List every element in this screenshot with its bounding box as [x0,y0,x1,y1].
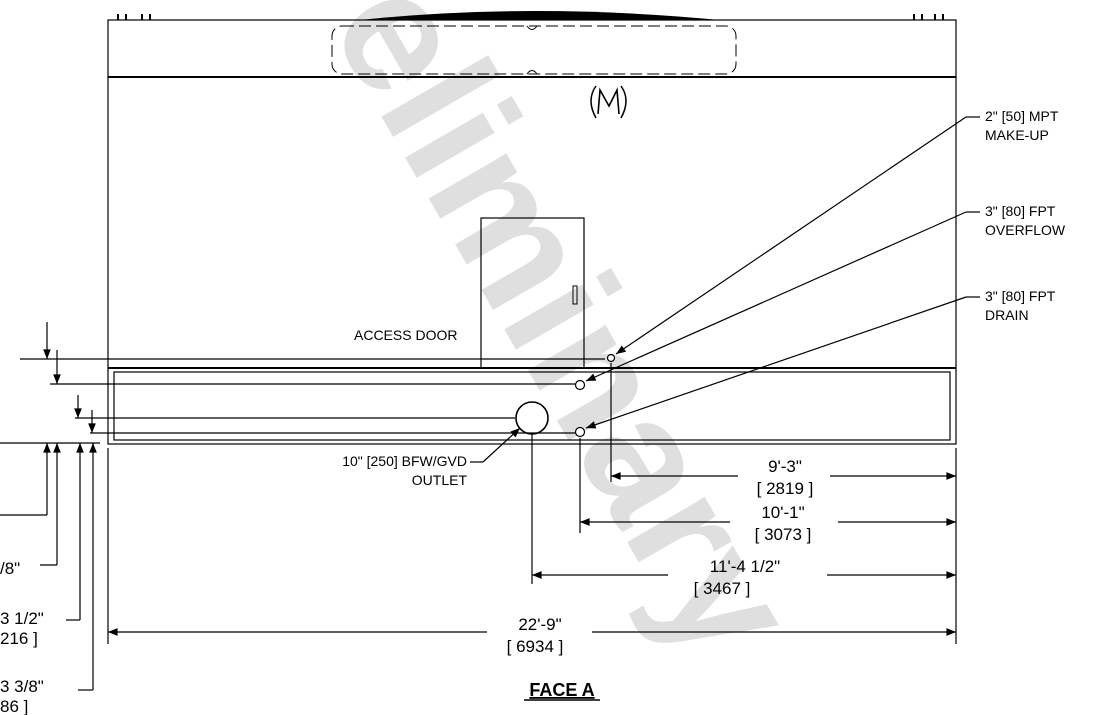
lifting-lugs-right [913,14,944,20]
dim-11-4-1-2-imperial: 11'-4 1/2" [710,557,780,576]
dim-10-1-metric: [ 3073 ] [755,525,812,544]
dim-9-3: 9'-3" [ 2819 ] [610,457,957,498]
dim-10-1: 10'-1" [ 3073 ] [579,503,957,544]
drain-connection [574,426,586,438]
outlet-callout-line1: 10" [250] BFW/GVD [342,453,467,469]
left-vertical-dims: /8" 3 1/2" 216 ] 3 3/8" 86 ] [0,322,605,715]
makeup-leader [615,116,967,355]
outlet-callout-line2: OUTLET [412,472,468,488]
dim-22-9-metric: [ 6934 ] [507,637,564,656]
fan-opening-dashed [331,25,737,75]
drawing-title: FACE A [529,680,594,700]
vdim-2-metric: 216 ] [0,629,38,648]
fan-opening-notch-top [526,25,538,30]
makeup-callout-line2: MAKE-UP [985,127,1049,143]
lifting-lugs-left [117,14,151,20]
dim-10-1-imperial: 10'-1" [761,503,804,522]
vdim-1-imperial: /8" [0,559,20,578]
dim-11-4-1-2: 11'-4 1/2" [ 3467 ] [531,557,957,598]
fan-cowl [360,11,720,20]
outlet-leader [482,427,521,463]
dim-9-3-metric: [ 2819 ] [757,479,814,498]
overflow-connection [574,379,586,391]
drain-callout-line1: 3" [80] FPT [985,288,1056,304]
outlet-connection [515,401,549,435]
access-door-label: ACCESS DOOR [354,327,457,343]
makeup-connection [606,353,616,363]
vdim-2-imperial: 3 1/2" [0,609,44,628]
overflow-callout-line1: 3" [80] FPT [985,203,1056,219]
door-handle [572,285,578,305]
vdim-3-imperial: 3 3/8" [0,677,44,696]
overflow-leader [585,211,967,382]
vdim-3-metric: 86 ] [0,697,28,715]
drain-leader [585,296,967,429]
fan-opening-notch-bottom [526,70,538,75]
drain-callout-line2: DRAIN [985,307,1029,323]
dim-22-9: 22'-9" [ 6934 ] [108,615,957,656]
dim-22-9-imperial: 22'-9" [518,615,561,634]
makeup-callout-line1: 2" [50] MPT [985,108,1059,124]
manufacturer-logo [590,85,627,119]
overflow-callout-line2: OVERFLOW [985,222,1066,238]
dim-9-3-imperial: 9'-3" [768,457,802,476]
dim-11-4-1-2-metric: [ 3467 ] [694,579,751,598]
